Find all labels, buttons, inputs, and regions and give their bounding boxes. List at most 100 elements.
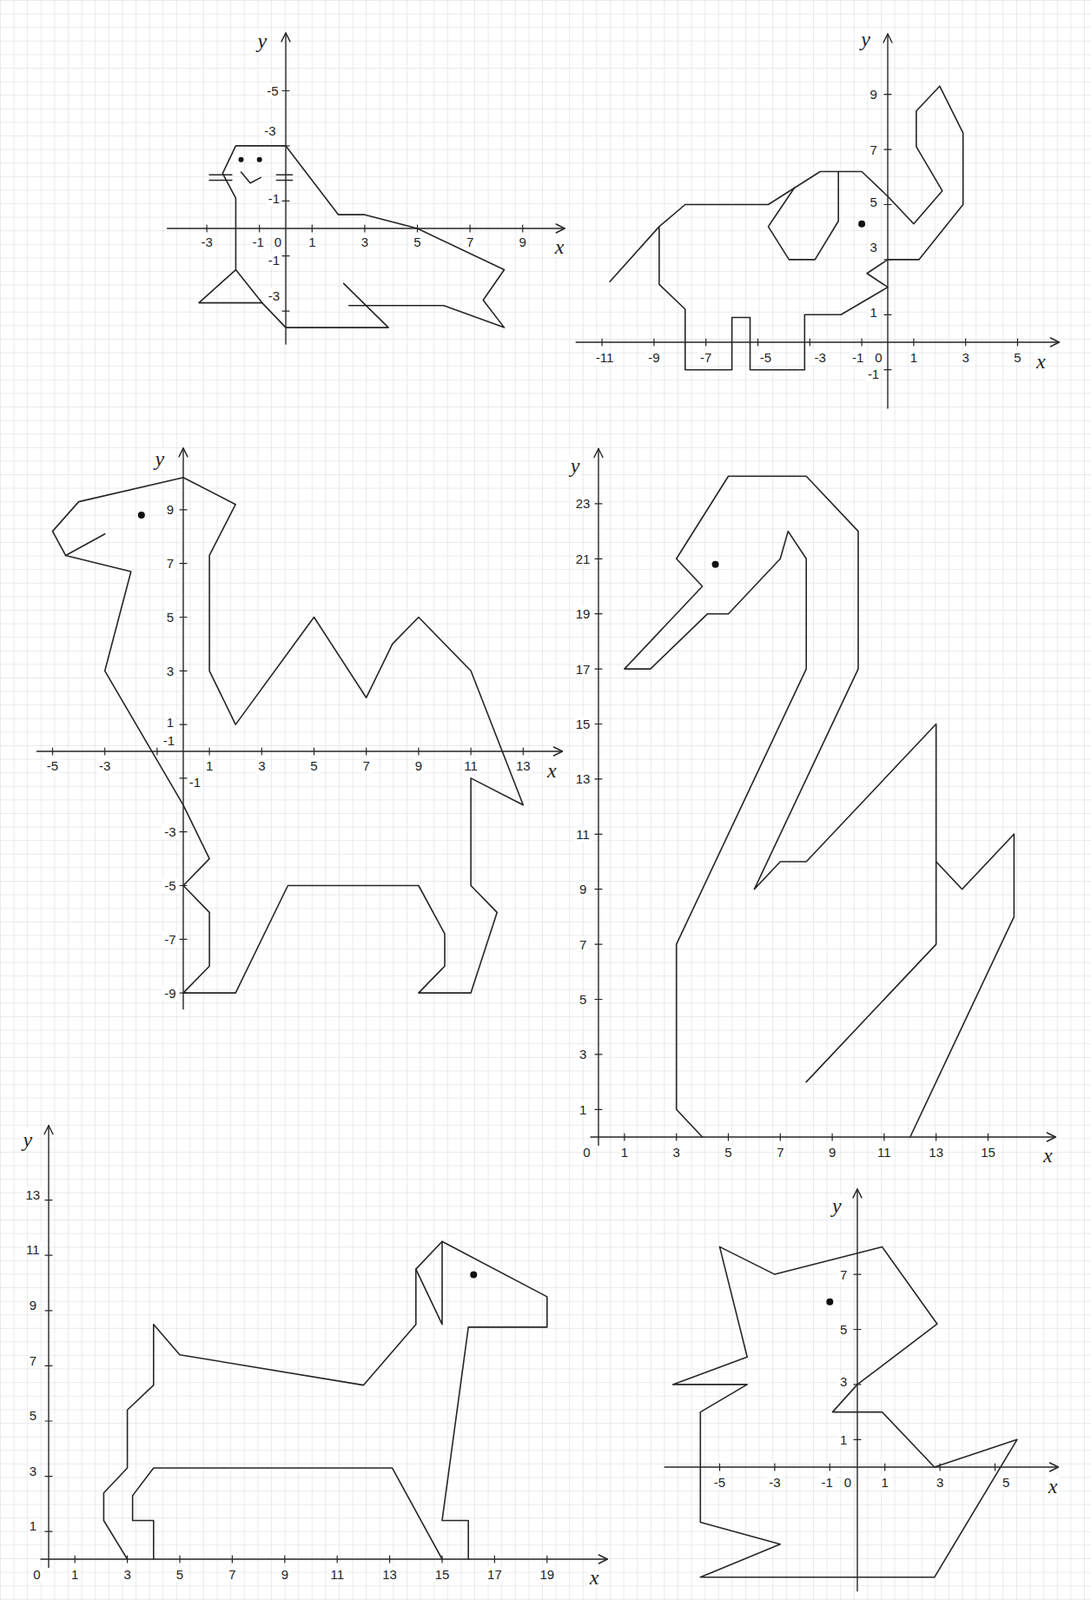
axis-tick	[884, 93, 892, 95]
axis-tick	[178, 1555, 180, 1563]
tick-number: 7	[577, 937, 589, 953]
animal-outline	[132, 1467, 443, 1560]
tick-number: 5	[838, 1322, 849, 1337]
y-axis	[284, 33, 286, 344]
axis-tick	[987, 1133, 989, 1141]
tick-number: -5	[712, 1474, 728, 1490]
axis-tick	[45, 1255, 53, 1257]
axis-tick	[884, 204, 892, 205]
tick-number: 1	[908, 350, 920, 365]
axis-tick	[883, 1133, 885, 1141]
animal-outline	[609, 85, 964, 371]
tick-number: 7	[165, 555, 176, 571]
animal-outline	[52, 477, 524, 993]
axis-tick	[522, 224, 523, 232]
axis-tick	[595, 943, 602, 945]
axis-tick	[884, 314, 892, 316]
tick-number: 3	[867, 239, 879, 255]
tick-number: 1	[306, 234, 318, 250]
tick-number: 1	[27, 1518, 39, 1534]
axis-tick	[231, 1555, 233, 1563]
axis-name: x	[588, 1567, 602, 1588]
eye-dot	[469, 1270, 477, 1278]
animal-outline	[66, 534, 106, 556]
tick-number: 7	[867, 142, 879, 158]
tick-number: 1	[619, 1144, 630, 1160]
axis-tick	[469, 224, 470, 232]
axis-tick	[595, 778, 602, 780]
animal-outline	[262, 283, 389, 328]
axis-tick	[965, 338, 966, 346]
axis-tick	[179, 938, 187, 940]
axis-tick	[1017, 338, 1019, 346]
axis-tick	[45, 1199, 53, 1201]
axis-tick	[757, 338, 759, 346]
tick-number: -5	[45, 758, 60, 774]
tick-number: -9	[162, 985, 178, 1001]
tick-number: -3	[162, 824, 178, 840]
tick-number: 11	[462, 758, 480, 774]
x-axis-arrow	[1050, 337, 1059, 347]
tick-number: -3	[262, 123, 278, 139]
axis-tick	[311, 224, 313, 232]
tick-number: -9	[646, 350, 662, 365]
animal-outline	[673, 1246, 1018, 1577]
axis-name: y	[21, 1129, 35, 1151]
tick-number: 9	[517, 234, 529, 250]
x-axis-arrow	[598, 1554, 608, 1564]
axis-tick	[337, 1555, 338, 1563]
x-axis	[590, 1136, 1056, 1138]
axis-tick	[45, 1365, 53, 1367]
axis-tick	[282, 255, 290, 257]
tick-number: -7	[698, 350, 714, 365]
animal-outline	[624, 476, 937, 1138]
axis-tick	[595, 1053, 602, 1055]
tick-number: 5	[308, 758, 319, 774]
tick-number: 3	[165, 663, 176, 679]
axis-tick	[45, 1309, 53, 1311]
animal-outline	[209, 179, 232, 182]
y-axis-arrow	[44, 1125, 53, 1135]
axis-tick	[780, 1133, 781, 1141]
axis-tick	[719, 1463, 721, 1471]
tick-number: 5	[867, 194, 879, 210]
axis-tick	[595, 1109, 602, 1111]
eye-dot	[826, 1298, 834, 1306]
tick-number: 1	[867, 304, 879, 320]
x-axis	[167, 227, 566, 229]
animal-outline	[416, 1241, 443, 1324]
tick-number: 1	[165, 714, 176, 730]
tick-number: 1	[879, 1474, 891, 1490]
axis-tick	[45, 1475, 53, 1477]
tick-number: -5	[162, 878, 178, 893]
axis-tick	[595, 998, 602, 1000]
axis-tick	[994, 1463, 996, 1471]
tick-number: 17	[485, 1567, 504, 1582]
tick-number: 19	[574, 606, 593, 622]
tick-number: -11	[594, 350, 616, 365]
tick-number: -1	[251, 234, 266, 250]
animal-outline	[276, 173, 292, 176]
tick-number: -7	[162, 932, 178, 947]
tick-number: 3	[934, 1474, 946, 1490]
tick-number: 7	[464, 234, 476, 250]
axis-tick	[389, 1555, 391, 1563]
tick-number: -1	[819, 1474, 834, 1490]
tick-number: 7	[774, 1144, 786, 1160]
axis-name: x	[545, 760, 559, 781]
tick-number: 13	[574, 771, 593, 787]
y-axis	[597, 449, 599, 1146]
axis-tick	[853, 1439, 861, 1441]
tick-number: 23	[574, 495, 593, 511]
eye-dot	[712, 561, 720, 569]
tick-number: 3	[838, 1374, 849, 1389]
axis-tick	[179, 723, 187, 725]
camel-drawing	[36, 448, 563, 1010]
tick-number: 0	[31, 1567, 42, 1582]
x-axis	[664, 1466, 1058, 1468]
axis-tick	[469, 747, 471, 755]
axis-tick	[595, 723, 602, 725]
